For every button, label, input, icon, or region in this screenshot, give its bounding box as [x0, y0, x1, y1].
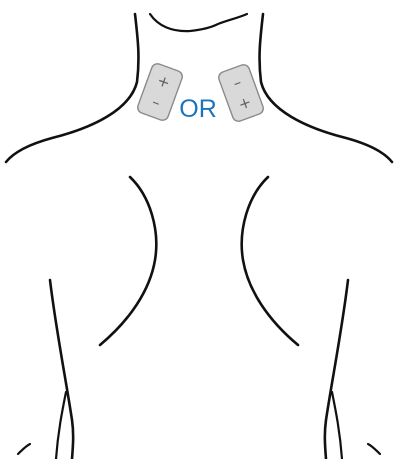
- right-neck-shoulder-line: [260, 14, 392, 162]
- left-electrode-pad: + –: [136, 62, 184, 122]
- left-hand-hint: [18, 444, 30, 454]
- right-hand-hint: [368, 444, 380, 454]
- left-shoulder-blade: [100, 177, 156, 345]
- or-separator-label: OR: [179, 95, 217, 123]
- right-electrode-pad: – +: [217, 63, 265, 123]
- right-shoulder-blade: [242, 177, 298, 345]
- right-arm-line: [325, 280, 348, 459]
- left-neck-shoulder-line: [6, 14, 138, 162]
- right-waist-line: [332, 392, 342, 459]
- jaw-line: [150, 14, 247, 31]
- left-waist-line: [56, 392, 66, 459]
- left-arm-line: [50, 280, 73, 459]
- back-body-outline: [6, 14, 392, 459]
